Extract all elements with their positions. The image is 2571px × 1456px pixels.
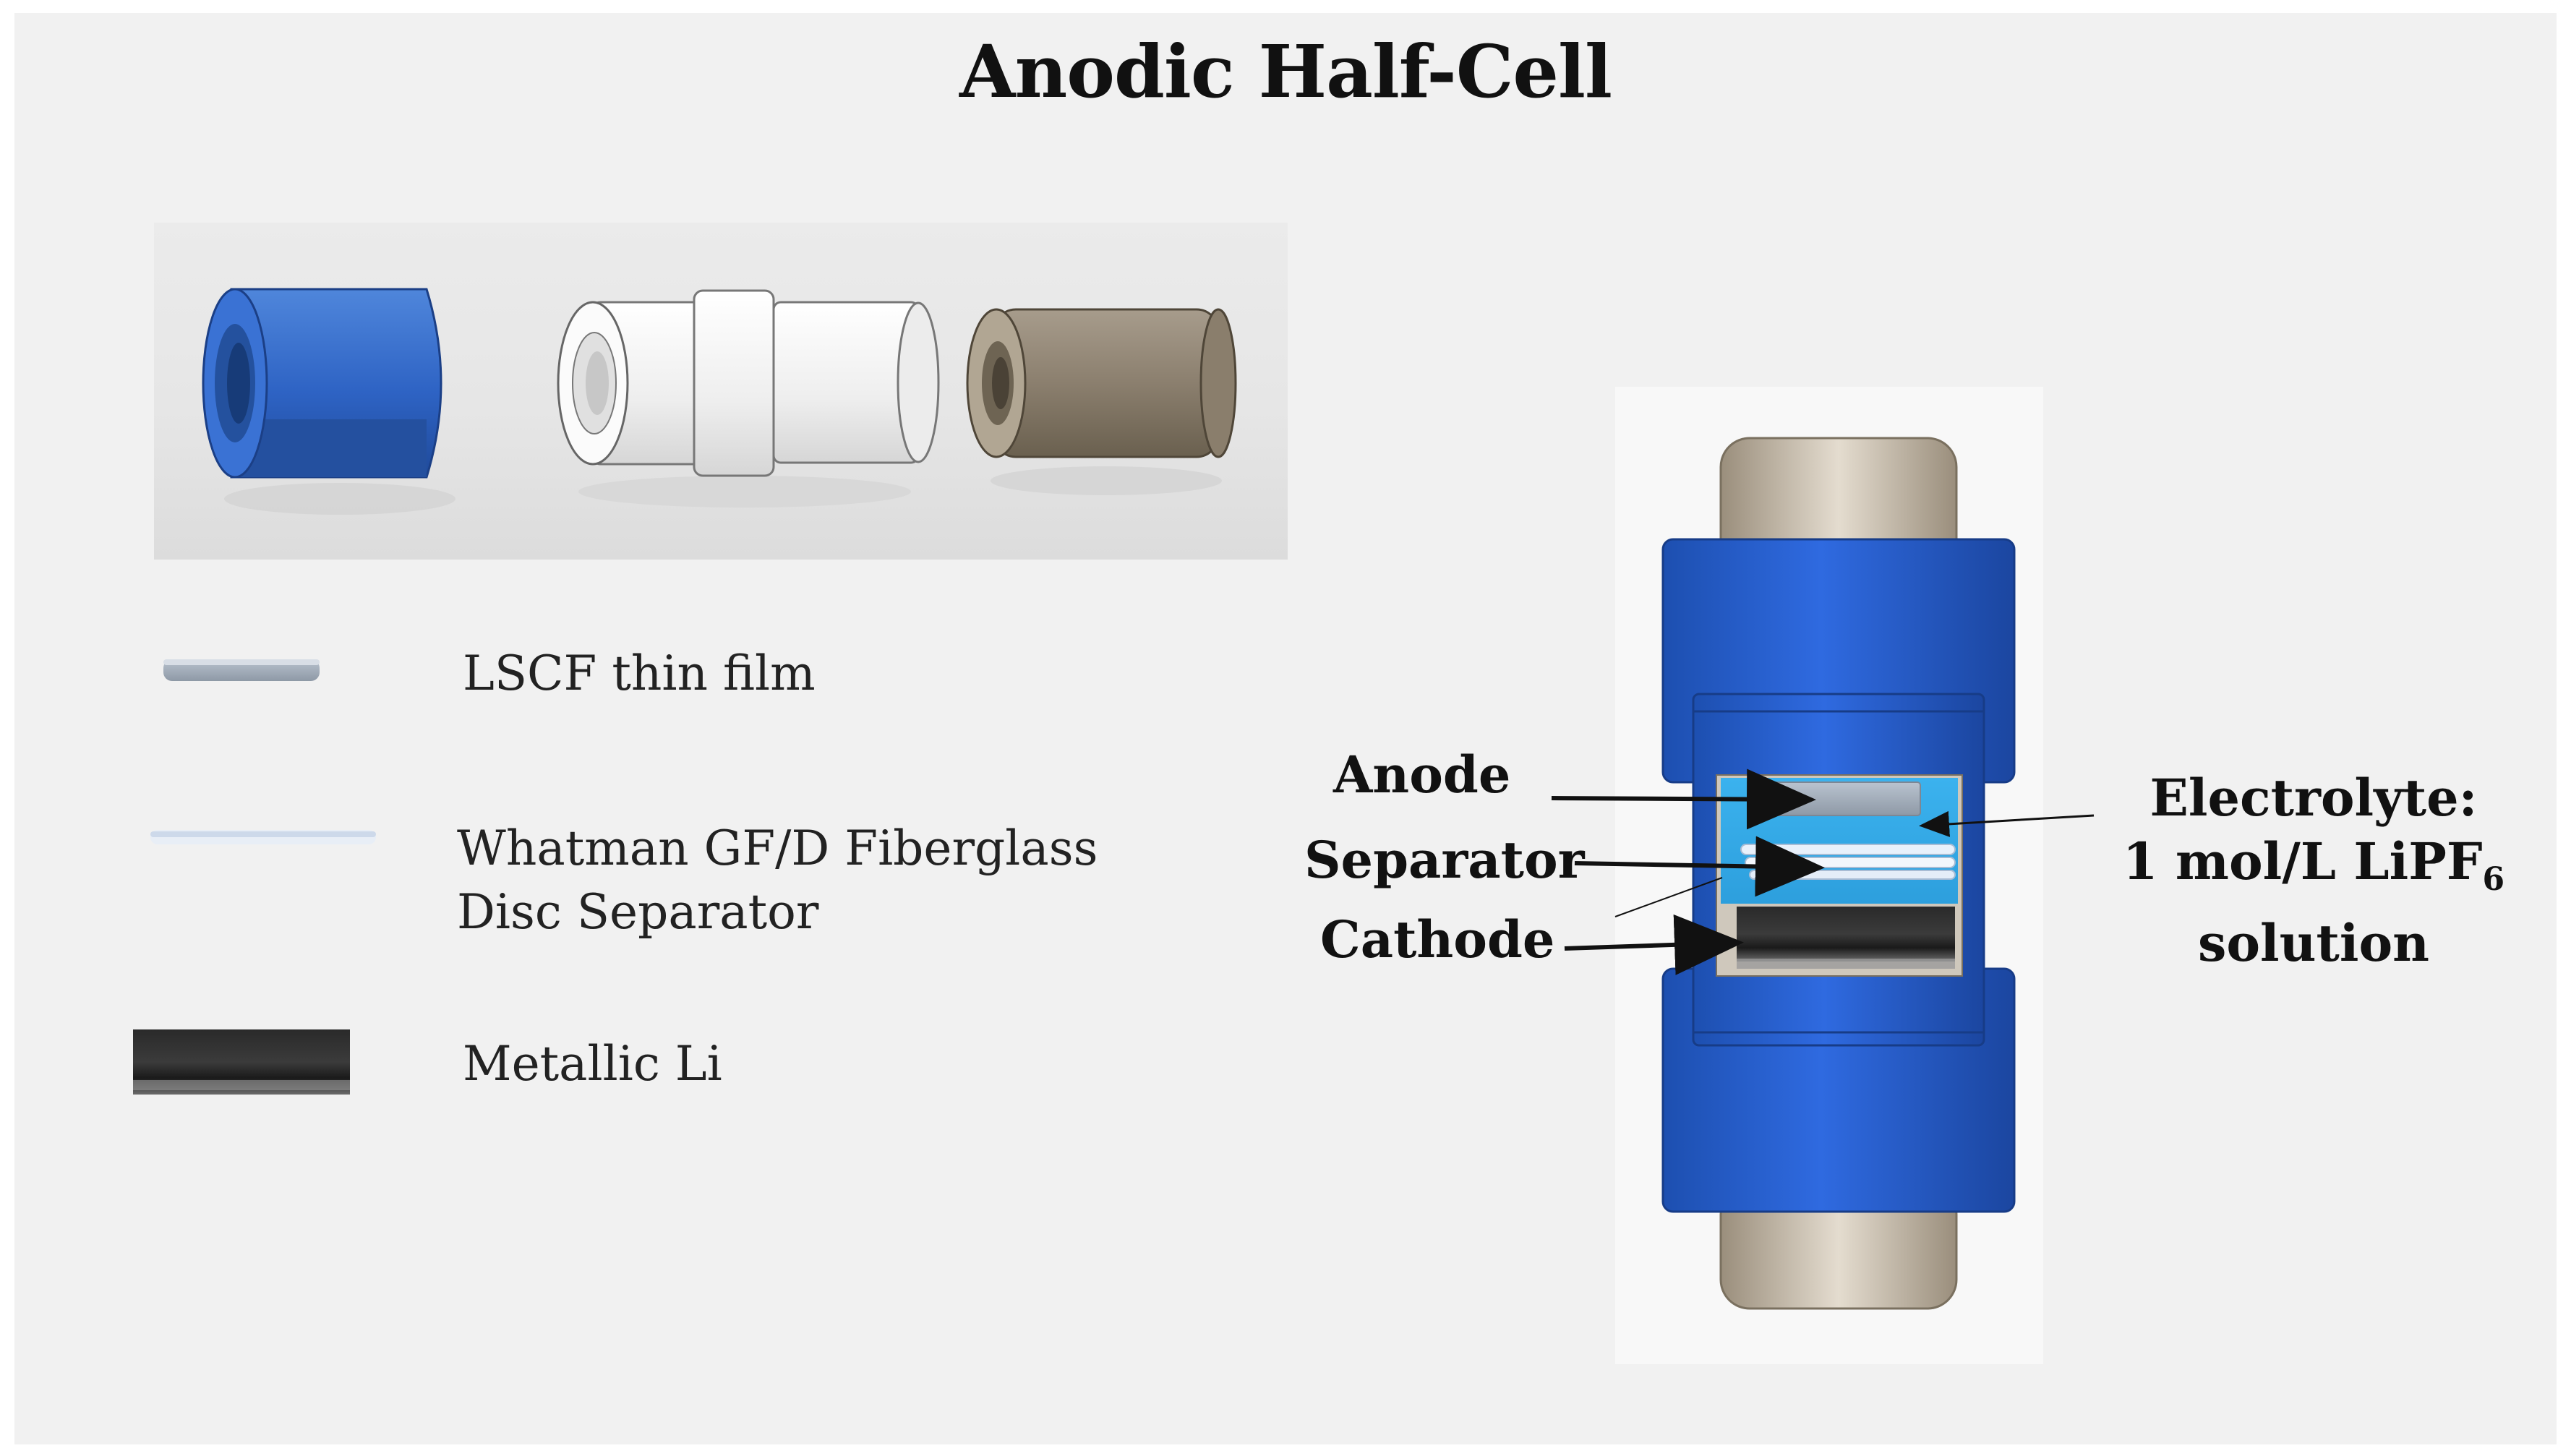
shadow xyxy=(991,466,1222,495)
separator-pointer-line xyxy=(1614,877,1723,917)
electrolyte-line3: solution xyxy=(2197,913,2430,973)
electrolyte-formula: 1 mol/L LiPF xyxy=(2122,831,2483,891)
legend-lscf-label: LSCF thin film xyxy=(463,646,816,701)
separator-label: Separator xyxy=(1304,830,1585,890)
shadow xyxy=(224,483,455,515)
metallic-li-swatch xyxy=(133,1029,350,1095)
legend-metallic-li-label: Metallic Li xyxy=(463,1036,722,1092)
anode-arrow xyxy=(1551,768,1816,830)
electrolyte-line1: Electrolyte: xyxy=(2149,768,2478,828)
electrolyte-subscript: 6 xyxy=(2482,861,2505,898)
electrolyte-label: Electrolyte: 1 mol/L LiPF6 solution xyxy=(2089,766,2538,975)
separator-layers xyxy=(1740,844,1956,880)
blue-nut-fitting xyxy=(202,288,442,479)
white-union-fitting xyxy=(557,289,940,477)
separator-arrow xyxy=(1574,836,1825,897)
electrolyte-arrow xyxy=(1919,810,2095,837)
anode-label: Anode xyxy=(1333,745,1511,805)
electrolyte-line2: 1 mol/L LiPF6 xyxy=(2089,830,2538,912)
steel-rod-fitting xyxy=(966,308,1237,458)
figure-title: Anodic Half-Cell xyxy=(959,29,1612,114)
cathode-arrow xyxy=(1564,914,1744,975)
separator-disc-swatch xyxy=(150,830,376,844)
shadow xyxy=(578,476,911,508)
legend-separator-line2: Disc Separator xyxy=(457,884,819,940)
legend-separator-line1: Whatman GF/D Fiberglass xyxy=(457,821,1098,876)
cathode-li xyxy=(1737,907,1955,962)
lscf-disc-swatch xyxy=(163,659,320,681)
legend-separator-label: Whatman GF/D Fiberglass Disc Separator xyxy=(457,817,1098,944)
cathode-label: Cathode xyxy=(1320,909,1555,969)
